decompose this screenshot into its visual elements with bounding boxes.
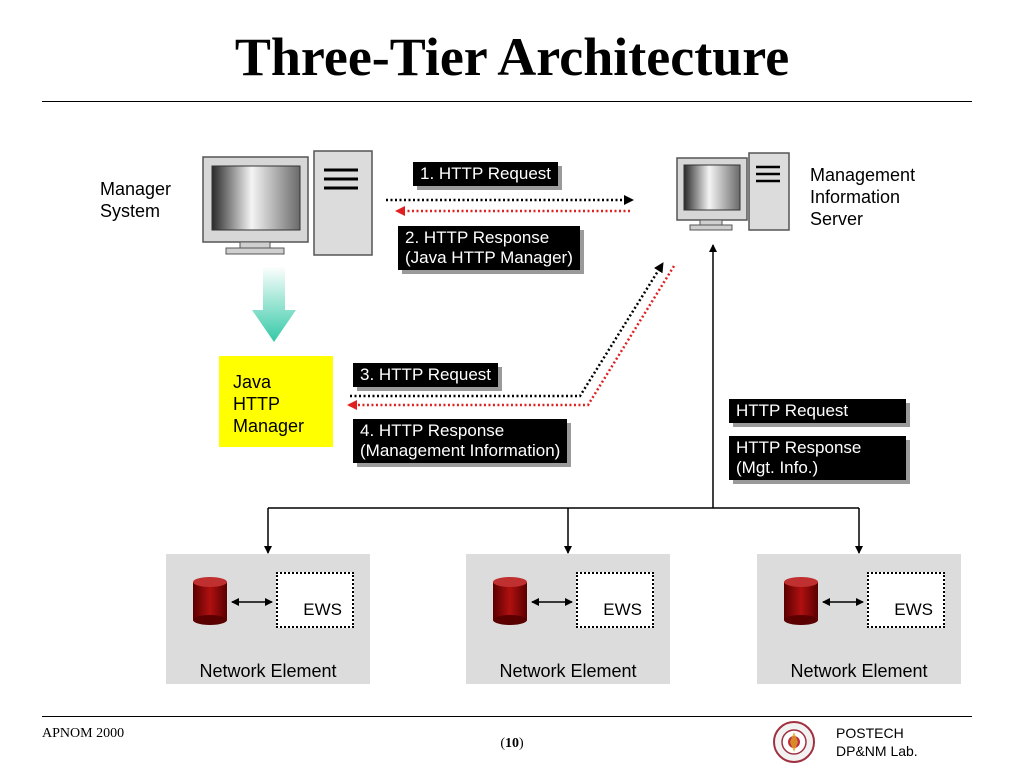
- java-http-manager-box: Java HTTP Manager: [219, 356, 333, 447]
- network-element-1-graphics: [193, 577, 273, 625]
- message-http-request-5: HTTP Request: [729, 399, 906, 423]
- ews-box: EWS: [276, 572, 354, 628]
- network-element-3: EWS Network Element: [757, 554, 961, 684]
- database-icon: [193, 577, 227, 625]
- network-element-1: EWS Network Element: [166, 554, 370, 684]
- ews-box: EWS: [867, 572, 945, 628]
- network-element-3-graphics: [784, 577, 864, 625]
- slide-title: Three-Tier Architecture: [234, 27, 790, 87]
- java-http-manager-label: Java HTTP Manager: [233, 372, 305, 436]
- ews-box: EWS: [576, 572, 654, 628]
- message-http-response-2: 2. HTTP Response (Java HTTP Manager): [398, 226, 580, 270]
- download-arrow-icon: [252, 266, 296, 342]
- message-http-request-3: 3. HTTP Request: [353, 363, 499, 387]
- message-http-response-6: HTTP Response (Mgt. Info.): [729, 436, 906, 480]
- network-element-label: Network Element: [790, 661, 928, 681]
- postech-seal-icon: [773, 721, 815, 763]
- message-http-request-1: 1. HTTP Request: [413, 162, 559, 186]
- ews-label: EWS: [603, 600, 642, 619]
- network-element-label: Network Element: [199, 661, 337, 681]
- network-element-2: EWS Network Element: [466, 554, 670, 684]
- title-divider: [42, 101, 972, 102]
- response-arrow-4: [347, 265, 676, 410]
- page-number: (10): [500, 736, 524, 751]
- footer-divider: [42, 716, 972, 717]
- database-icon: [493, 577, 527, 625]
- database-icon: [784, 577, 818, 625]
- management-server-label: Management Information Server: [810, 165, 916, 229]
- manager-computer-icon: [202, 150, 373, 256]
- request-arrow-3: [350, 262, 665, 398]
- manager-system-label: Manager System: [100, 179, 172, 221]
- network-element-label: Network Element: [499, 661, 637, 681]
- ews-label: EWS: [303, 600, 342, 619]
- network-element-2-graphics: [493, 577, 573, 625]
- lab-line-2: DP&NM Lab.: [836, 743, 918, 759]
- footer-conference: APNOM 2000: [42, 726, 125, 741]
- server-computer-icon: [676, 152, 790, 231]
- message-http-response-4: 4. HTTP Response (Management Information…: [353, 419, 568, 463]
- lab-name: POSTECH DP&NM Lab.: [836, 724, 918, 760]
- lab-line-1: POSTECH: [836, 725, 904, 741]
- ews-label: EWS: [894, 600, 933, 619]
